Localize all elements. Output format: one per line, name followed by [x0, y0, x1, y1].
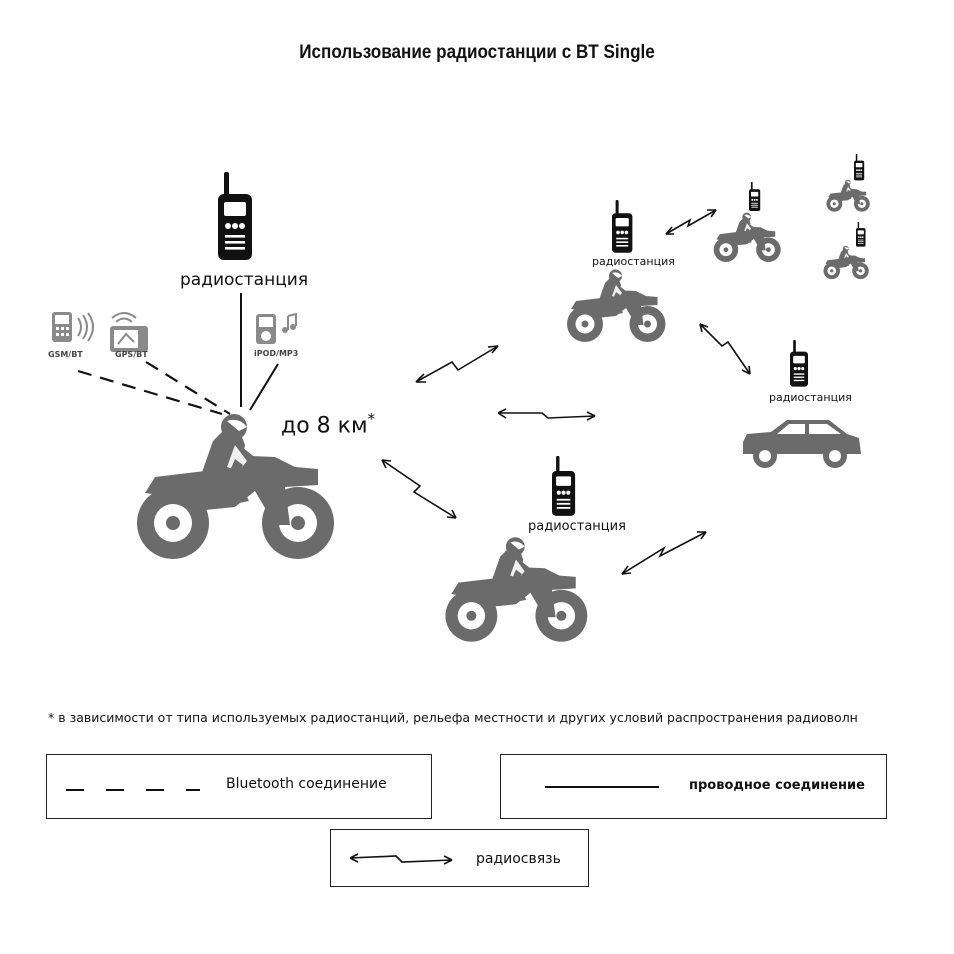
car-icon: [743, 420, 861, 468]
distance-label: до 8 км*: [281, 410, 375, 438]
legend-bluetooth: [46, 754, 432, 819]
legend-bluetooth-label: Bluetooth соединение: [226, 776, 387, 792]
legend-radio: [330, 829, 589, 887]
radio-main-label: радиостанция: [180, 270, 309, 290]
bluetooth-connection-gsm: [77, 369, 223, 416]
gps-icon: [110, 312, 148, 352]
motorcycle-top-right-icon: [567, 269, 666, 342]
distance-mark: *: [367, 410, 376, 428]
radio-far-3-icon: [856, 222, 866, 247]
radio-bottom-label: радиостанция: [528, 519, 626, 534]
diagram-title: Использование радиостанции с BT Single: [299, 42, 655, 63]
radio-top-right-icon: [612, 200, 633, 253]
distance-value: до 8 км: [281, 413, 368, 439]
radio-far-2-icon: [854, 154, 865, 181]
motorcycle-bottom-icon: [445, 537, 588, 642]
motorcycle-far-1-icon: [713, 212, 781, 262]
bluetooth-connection-gps: [145, 361, 231, 415]
phone-icon: [52, 312, 94, 342]
radio-link-bottom-car: [621, 531, 707, 575]
ipod-label: iPOD/MP3: [254, 349, 299, 358]
wired-connection-mp3: [249, 363, 279, 411]
gsm-label: GSM/BT: [48, 350, 83, 359]
radio-link-main-car: [497, 408, 596, 421]
gps-label: GPS/BT: [115, 350, 148, 359]
motorcycle-far-3-icon: [823, 245, 869, 280]
radio-car-icon: [790, 340, 809, 387]
footnote: * в зависимости от типа используемых рад…: [48, 710, 858, 725]
radio-link-topright-far: [665, 209, 717, 235]
radio-bottom-icon: [552, 456, 576, 516]
legend-wired-label: проводное соединение: [689, 778, 865, 793]
mp3-icon: [256, 312, 297, 344]
radio-top-right-label: радиостанция: [592, 255, 675, 268]
radio-link-main-topright: [415, 345, 499, 383]
motorcycle-far-2-icon: [826, 179, 870, 212]
radio-link-topright-car: [699, 323, 751, 375]
radio-far-1-icon: [749, 182, 761, 212]
radio-main-icon: [218, 172, 252, 260]
legend-wired: [500, 754, 887, 819]
legend-radio-sample: [349, 853, 453, 865]
legend-radio-label: радиосвязь: [476, 851, 561, 867]
radio-link-main-bottom: [381, 459, 457, 519]
radio-car-label: радиостанция: [769, 391, 852, 404]
